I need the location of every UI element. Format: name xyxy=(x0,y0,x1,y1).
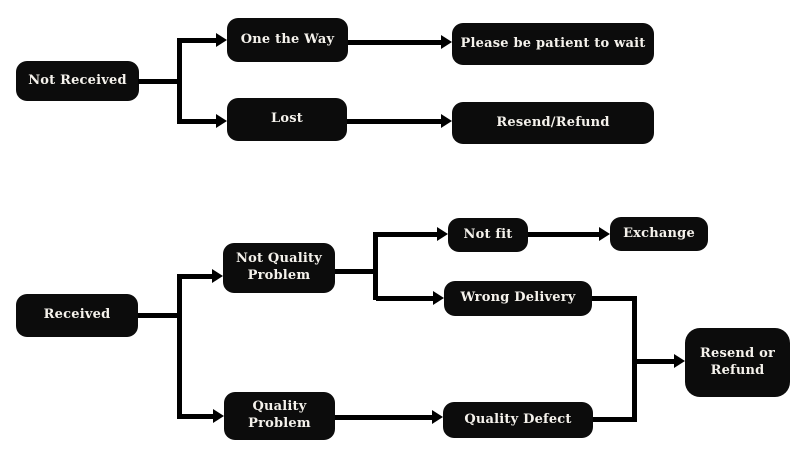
arrowhead-quality-defect xyxy=(432,410,443,424)
connector-received-branch-vertical xyxy=(177,274,182,419)
node-exchange: Exchange xyxy=(610,217,708,251)
arrowhead-lost xyxy=(216,114,227,128)
connector-lost-to-resend xyxy=(347,119,442,124)
connector-merge-vertical xyxy=(632,296,637,422)
arrowhead-wrong-delivery xyxy=(433,291,444,305)
arrowhead-quality-problem xyxy=(213,409,224,423)
node-received: Received xyxy=(16,294,138,337)
connector-not-received-out xyxy=(138,79,182,84)
connector-to-lost xyxy=(180,119,217,124)
connector-to-not-quality-problem xyxy=(180,274,213,279)
arrowhead-resend-refund xyxy=(441,114,452,128)
connector-nqp-branch-vertical xyxy=(373,232,378,300)
node-quality-defect: Quality Defect xyxy=(443,402,593,438)
arrowhead-one-the-way xyxy=(216,33,227,47)
arrowhead-not-quality-problem xyxy=(212,269,223,283)
arrowhead-not-fit xyxy=(437,227,448,241)
node-wrong-delivery: Wrong Delivery xyxy=(444,281,592,316)
connector-nqp-out xyxy=(335,269,378,274)
node-not-received: Not Received xyxy=(16,61,139,101)
node-not-fit: Not fit xyxy=(448,218,528,252)
connector-to-not-fit xyxy=(376,232,437,237)
connector-to-resend-or-refund xyxy=(637,359,674,364)
connector-quality-defect-out xyxy=(593,417,637,422)
connector-to-wrong-delivery xyxy=(376,296,433,301)
connector-not-received-branch-vertical xyxy=(177,38,182,124)
connector-one-the-way-to-wait xyxy=(348,40,442,45)
node-resend-or-refund: Resend or Refund xyxy=(685,328,790,397)
node-one-the-way: One the Way xyxy=(227,18,348,62)
arrowhead-exchange xyxy=(599,227,610,241)
connector-wrong-delivery-out xyxy=(592,296,637,301)
connector-not-fit-to-exchange xyxy=(528,232,599,237)
connector-received-out xyxy=(138,313,182,318)
node-quality-problem: Quality Problem xyxy=(224,392,335,440)
node-please-be-patient: Please be patient to wait xyxy=(452,23,654,65)
node-lost: Lost xyxy=(227,98,347,141)
connector-to-one-the-way xyxy=(180,38,217,43)
connector-to-quality-problem xyxy=(180,414,214,419)
arrowhead-resend-or-refund xyxy=(674,354,685,368)
node-not-quality-problem: Not Quality Problem xyxy=(223,243,335,293)
node-resend-refund: Resend/Refund xyxy=(452,102,654,144)
arrowhead-please-wait xyxy=(441,35,452,49)
connector-qp-to-quality-defect xyxy=(335,415,432,420)
